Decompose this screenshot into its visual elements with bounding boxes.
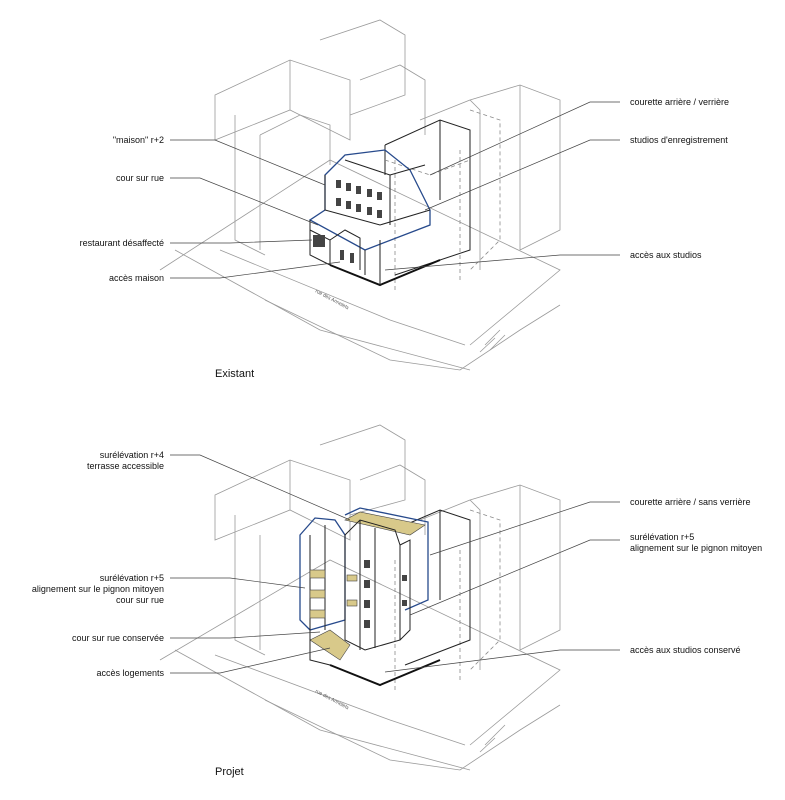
- existing-axonometric: rue des Annelets: [159, 19, 620, 371]
- street-name-top: rue des Annelets: [314, 288, 350, 311]
- label-line: surélévation r+5: [99, 573, 164, 583]
- label-courette: courette arrière / verrière: [630, 97, 730, 107]
- right-tower-windows: [346, 560, 407, 628]
- caption-existant: Existant: [215, 368, 255, 380]
- label-surelevation-r4: surélévation r+4 terrasse accessible: [87, 450, 164, 472]
- label-surelevation-r5-right: surélévation r+5 alignement sur le pigno…: [630, 532, 762, 554]
- label-studios: studios d'enregistrement: [630, 135, 728, 145]
- label-acces-studios: accès aux studios: [630, 250, 702, 260]
- label-line: cour sur rue: [115, 595, 164, 605]
- label-cour-conservee: cour sur rue conservée: [71, 633, 164, 643]
- label-line: surélévation r+5: [630, 532, 695, 542]
- left-tower-terraces: [309, 569, 326, 619]
- label-line: alignement sur le pignon mitoyen: [31, 584, 164, 594]
- label-courette-sans-verriere: courette arrière / sans verrière: [630, 497, 751, 507]
- label-line: terrasse accessible: [86, 461, 164, 471]
- maison-windows: [336, 180, 382, 218]
- label-restaurant: restaurant désaffecté: [79, 238, 164, 248]
- label-line: surélévation r+4: [99, 450, 164, 460]
- label-line: alignement sur le pignon mitoyen: [630, 543, 763, 553]
- caption-projet: Projet: [215, 766, 244, 778]
- street-name-bottom: rue des Annelets: [314, 688, 350, 711]
- label-surelevation-r5-left: surélévation r+5 alignement sur le pigno…: [32, 573, 164, 606]
- label-maison: "maison" r+2: [112, 135, 164, 145]
- label-acces-studios-conserve: accès aux studios conservé: [630, 645, 741, 655]
- project-axonometric: rue des Annelets: [159, 424, 620, 771]
- label-acces-maison: accès maison: [108, 273, 164, 283]
- label-acces-logements: accès logements: [96, 668, 164, 678]
- label-cour-sur-rue: cour sur rue: [115, 173, 164, 183]
